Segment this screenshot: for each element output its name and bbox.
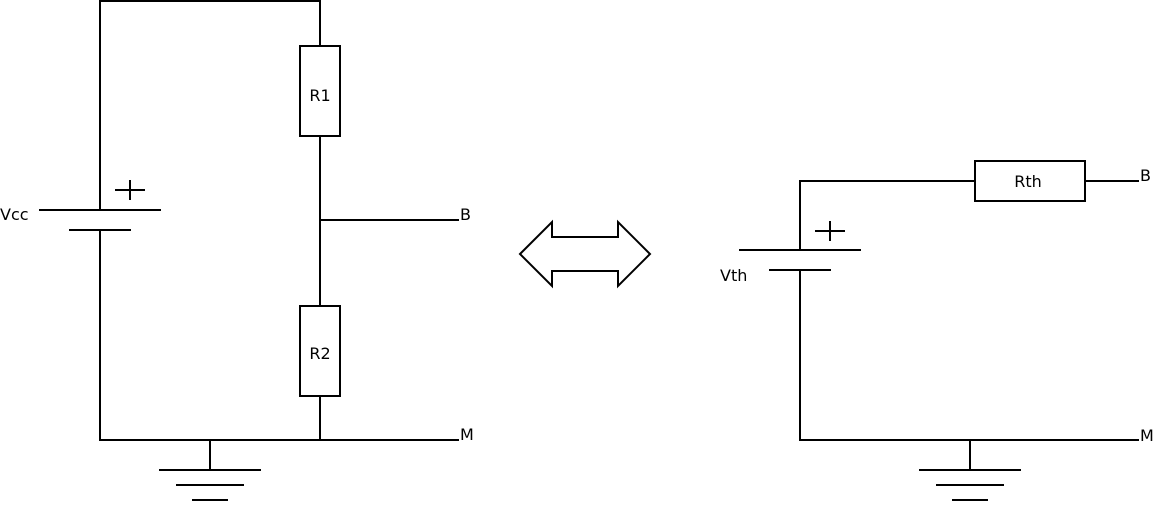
r2-label: R2 bbox=[309, 344, 330, 363]
r1-resistor bbox=[299, 45, 341, 137]
right-node-b-label: B bbox=[1140, 166, 1151, 185]
rth-label: Rth bbox=[1014, 172, 1042, 191]
vth-battery bbox=[739, 221, 861, 271]
vcc-battery bbox=[39, 180, 161, 231]
r2-resistor bbox=[299, 305, 341, 397]
r1-label: R1 bbox=[309, 86, 330, 105]
left-ground-icon bbox=[159, 439, 261, 501]
right-ground-icon bbox=[919, 439, 1021, 501]
left-node-b-label: B bbox=[460, 205, 471, 224]
right-circuit: Vth Rth B M bbox=[720, 160, 1154, 501]
left-circuit: Vcc R1 R2 B M bbox=[0, 0, 474, 501]
vth-label: Vth bbox=[720, 266, 747, 285]
vcc-label: Vcc bbox=[0, 205, 29, 224]
right-node-m-label: M bbox=[1140, 426, 1154, 445]
left-node-m-label: M bbox=[460, 425, 474, 444]
rth-resistor bbox=[974, 160, 1086, 202]
double-arrow-icon bbox=[518, 219, 652, 289]
